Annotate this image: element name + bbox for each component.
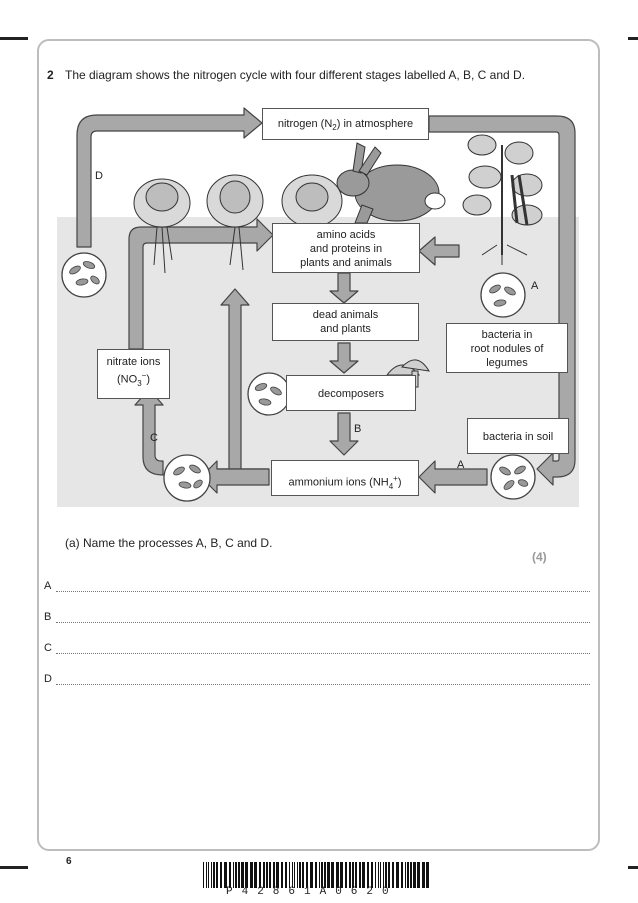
- legume-plant: [462, 134, 543, 265]
- answer-label-c: C: [44, 642, 52, 654]
- nitrate-line-1: nitrate ions: [106, 356, 161, 368]
- bacteria-circle-nodules: [480, 272, 526, 318]
- question-stem: The diagram shows the nitrogen cycle wit…: [65, 68, 526, 82]
- box-bacteria-soil: bacteria in soil: [467, 418, 569, 454]
- label-c: C: [150, 432, 158, 444]
- answer-line-a[interactable]: A: [44, 580, 590, 594]
- answer-line-d[interactable]: D: [44, 673, 590, 687]
- answer-dotted-line-b: [56, 622, 590, 623]
- arrow-amino-to-dead: [329, 272, 359, 304]
- arrow-dead-to-decomposers: [329, 342, 359, 374]
- answer-dotted-line-d: [56, 684, 590, 685]
- bacteria-circle-d: [61, 252, 107, 298]
- atmosphere-text: nitrogen (N: [277, 118, 333, 130]
- arrow-d: [76, 107, 263, 248]
- amino-line-2: and proteins in: [309, 243, 383, 255]
- barcode-text: P42861A0620: [226, 886, 398, 898]
- answer-dotted-line-a: [56, 591, 590, 592]
- lettuce-plants: [133, 174, 343, 274]
- margin-mark-bottom: [0, 866, 28, 869]
- label-d: D: [95, 170, 103, 182]
- atmosphere-sub: 2: [332, 123, 337, 133]
- nitrate-sub: 3: [137, 378, 142, 388]
- barcode: [203, 862, 433, 888]
- nitrogen-cycle-diagram: nitrogen (N2) in atmosphere amino acids …: [57, 105, 579, 510]
- atmosphere-text-end: ) in atmosphere: [336, 118, 414, 130]
- answer-dotted-line-c: [56, 653, 590, 654]
- bacteria-circle-soil: [490, 454, 536, 500]
- barcode-bars: [203, 862, 429, 888]
- answer-label-d: D: [44, 673, 52, 685]
- bacteria-circle-decomposers: [247, 372, 291, 416]
- box-atmosphere: nitrogen (N2) in atmosphere: [262, 108, 429, 140]
- nodules-line-1: bacteria in: [481, 329, 533, 341]
- arrow-b: [329, 412, 359, 456]
- dead-line-1: dead animals: [312, 309, 379, 321]
- box-ammonium: ammonium ions (NH4+): [271, 460, 419, 496]
- page-number: 6: [66, 856, 72, 867]
- box-decomposers: decomposers: [286, 375, 416, 411]
- label-a-soil: A: [457, 459, 465, 471]
- arrow-ammonium-to-plants: [220, 288, 250, 476]
- amino-line-3: plants and animals: [300, 257, 392, 269]
- answer-label-a: A: [44, 580, 52, 592]
- page-frame: [37, 39, 600, 851]
- nodules-line-3: legumes: [486, 357, 528, 369]
- margin-mark-top: [0, 37, 28, 40]
- label-b: B: [354, 423, 362, 435]
- box-nitrate: nitrate ions (NO3−): [97, 349, 170, 399]
- dead-line-2: and plants: [320, 323, 371, 335]
- part-a-prompt: (a) Name the processes A, B, C and D.: [65, 536, 273, 550]
- ammonium-text: ammonium ions (NH: [288, 476, 389, 489]
- label-a-nodules: A: [531, 280, 539, 292]
- bacteria-circle-c: [163, 454, 211, 502]
- nitrate-formula: (NO: [117, 373, 138, 386]
- ammonium-sup: +: [393, 474, 398, 483]
- arrow-nitrate-to-amino: [128, 218, 274, 350]
- amino-line-1: amino acids: [316, 229, 376, 241]
- answer-line-b[interactable]: B: [44, 611, 590, 625]
- answer-line-c[interactable]: C: [44, 642, 590, 656]
- box-amino-acids: amino acids and proteins in plants and a…: [272, 223, 420, 273]
- part-a-marks: (4): [532, 550, 547, 564]
- margin-mark-bottom-right: [628, 866, 638, 869]
- question-number: 2: [47, 68, 54, 82]
- answer-label-b: B: [44, 611, 52, 623]
- ammonium-text-end: ): [397, 476, 402, 489]
- nitrate-sup: −: [141, 371, 147, 380]
- box-dead: dead animals and plants: [272, 303, 419, 341]
- margin-mark-top-right: [628, 37, 638, 40]
- ammonium-sub: 4: [388, 481, 394, 491]
- nodules-line-2: root nodules of: [470, 343, 544, 355]
- nitrate-formula-end: ): [146, 373, 150, 386]
- arrow-soil-to-ammonium: [418, 460, 488, 494]
- box-bacteria-nodules: bacteria in root nodules of legumes: [446, 323, 568, 373]
- arrow-nodules-to-amino: [418, 236, 460, 266]
- rabbit: [336, 142, 446, 224]
